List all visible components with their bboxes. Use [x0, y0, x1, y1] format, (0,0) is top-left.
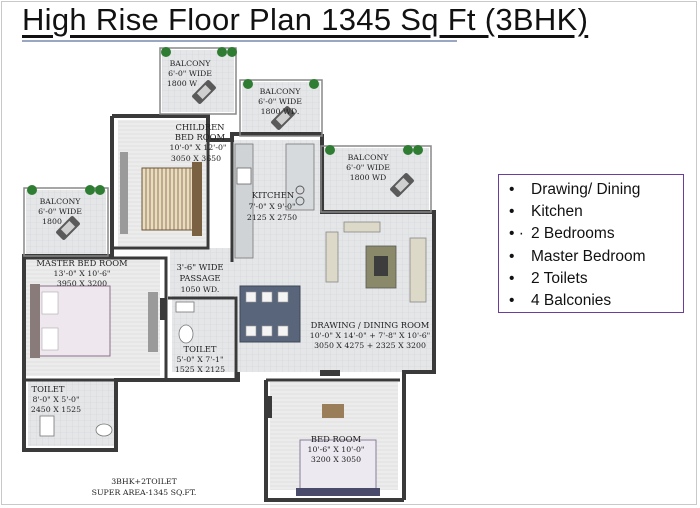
wc-icon	[95, 423, 113, 437]
room-labels: BALCONY 6'-0" WIDE 1800 W BALCONY 6'-0" …	[31, 59, 430, 497]
kitchen-label: KITCHEN	[252, 190, 294, 200]
children-bedroom-dim2: 3050 X 3650	[171, 154, 221, 163]
balcony-right-dim2: 1800 WD	[350, 173, 387, 182]
toilet-mid-label: TOILET	[183, 344, 216, 354]
bullet: •	[509, 203, 515, 221]
dining-table-icon	[239, 285, 301, 343]
bullet: •	[509, 292, 515, 310]
door-marks	[160, 298, 340, 418]
inner-wall-children	[112, 140, 210, 250]
balcony-top-mid-label: BALCONY	[260, 87, 302, 96]
outer-wall-east-top	[320, 134, 436, 500]
toilet-mid-dim1: 5'-0" X 7'-1"	[176, 355, 223, 364]
lounge-chair-icon	[271, 106, 295, 130]
feature-text: Kitchen	[531, 203, 583, 221]
features-list: •Drawing/ Dining •Kitchen • ·2 Bedrooms …	[499, 175, 683, 312]
bedroom-dim1: 10'-6" X 10'-0"	[308, 445, 365, 454]
kitchen-counter	[234, 143, 315, 259]
master-bedroom-dim2: 3950 X 3200	[57, 279, 107, 288]
bedroom-bed-icon	[296, 404, 380, 496]
feature-text: 4 Balconies	[531, 292, 612, 310]
plant-icon	[27, 47, 423, 195]
sofa-set-icon	[325, 221, 427, 303]
sink-icon	[236, 167, 252, 185]
lounge-chair-icon	[192, 80, 216, 104]
kitchen-dim1: 7'-0" X 9'-0"	[248, 202, 295, 211]
feature-item: • 4 Balconies	[509, 290, 683, 312]
children-bedroom-label-1: CHILDREN	[175, 122, 224, 132]
bullet: •	[509, 247, 515, 265]
balcony-railings	[23, 47, 432, 257]
lounge-chair-icon	[390, 173, 414, 197]
balcony-top-mid-dim2: 1800 WD.	[261, 107, 300, 116]
lounge-chair-icon	[56, 216, 80, 240]
toilet-left-label: TOILET	[31, 384, 64, 394]
balcony-left-label: BALCONY	[40, 197, 82, 206]
washbasin-icon	[175, 301, 195, 313]
toilet-left-dim2: 2450 X 1525	[31, 405, 81, 414]
master-bedroom-label: MASTER BED ROOM	[36, 258, 128, 268]
master-bed-icon	[30, 284, 158, 358]
feature-text: 2 Bedrooms	[531, 225, 615, 243]
outer-wall-north-west	[112, 114, 322, 142]
toilet-mid-dim2: 1525 X 2125	[175, 365, 225, 374]
page-title: High Rise Floor Plan 1345 Sq Ft (3BHK)	[22, 2, 589, 37]
feature-item: • Kitchen	[509, 201, 683, 223]
footer-line-1: 3BHK+2TOILET	[111, 477, 177, 486]
feature-item: • Master Bedroom	[509, 246, 683, 268]
bullet: • ·	[509, 225, 524, 243]
feature-item: • · 2 Bedrooms	[509, 223, 683, 245]
bedroom-label: BED ROOM	[311, 434, 362, 444]
balcony-right-rail	[320, 145, 432, 213]
feature-item: • Drawing/ Dining	[509, 179, 683, 201]
feature-text: Drawing/ Dining	[531, 181, 641, 198]
bullet: •	[509, 269, 515, 287]
title-underline-rule	[22, 40, 457, 42]
children-bedroom-label-2: BED ROOM	[175, 132, 226, 142]
features-box: •Drawing/ Dining •Kitchen • ·2 Bedrooms …	[498, 174, 684, 313]
toilet-fixtures	[39, 301, 195, 437]
stove-icon	[295, 185, 305, 206]
balcony-right-dim1: 6'-0" WIDE	[346, 163, 390, 172]
wc-icon	[178, 324, 194, 344]
washbasin-icon	[39, 415, 55, 437]
balcony-top-left-rail	[159, 47, 237, 115]
drawing-dining-dim2: 3050 X 4275 + 2325 X 3200	[314, 341, 426, 350]
balcony-left-rail	[23, 187, 109, 257]
passage-label-1: 3'-6" WIDE	[176, 262, 223, 272]
plants	[27, 47, 423, 195]
balcony-top-mid-dim1: 6'-0" WIDE	[258, 97, 302, 106]
balcony-top-left-dim2: 1800 W	[167, 79, 197, 88]
bullet: •	[509, 181, 515, 198]
outer-wall-bottom-bedroom	[264, 380, 404, 502]
master-bedroom-dim1: 13'-0" X 10'-6"	[54, 269, 111, 278]
balcony-top-left-dim1: 6'-0" WIDE	[168, 69, 212, 78]
children-bed-icon	[120, 152, 202, 236]
kitchen-dim2: 2125 X 2750	[247, 213, 297, 222]
balcony-left-dim1: 6'-0" WIDE	[38, 207, 82, 216]
passage-dim: 1050 WD.	[181, 285, 220, 294]
balcony-top-left-label: BALCONY	[170, 59, 212, 68]
passage-label-2: PASSAGE	[179, 273, 220, 283]
balcony-left-dim2: 1800	[42, 217, 62, 226]
balcony-right-label: BALCONY	[348, 153, 390, 162]
drawing-dining-dim1: 10'-0" X 14'-0" + 7'-8" X 10'-6"	[310, 331, 431, 340]
inner-wall-master	[24, 256, 168, 378]
toilet-left-dim1: 8'-0" X 5'-0"	[32, 395, 79, 404]
balcony-furniture	[56, 80, 414, 240]
feature-text: 2 Toilets	[531, 269, 588, 287]
drawing-dining-label: DRAWING / DINING ROOM	[311, 320, 430, 330]
balcony-top-mid-rail	[239, 79, 323, 137]
children-bedroom-dim1: 10'-0" X 12'-0"	[170, 143, 227, 152]
feature-text: Master Bedroom	[531, 247, 646, 265]
inner-wall-toilet	[168, 296, 238, 378]
footer-line-2: SUPER AREA-1345 SQ.FT.	[92, 488, 197, 497]
feature-item: • 2 Toilets	[509, 268, 683, 290]
bedroom-dim2: 3200 X 3050	[311, 455, 361, 464]
